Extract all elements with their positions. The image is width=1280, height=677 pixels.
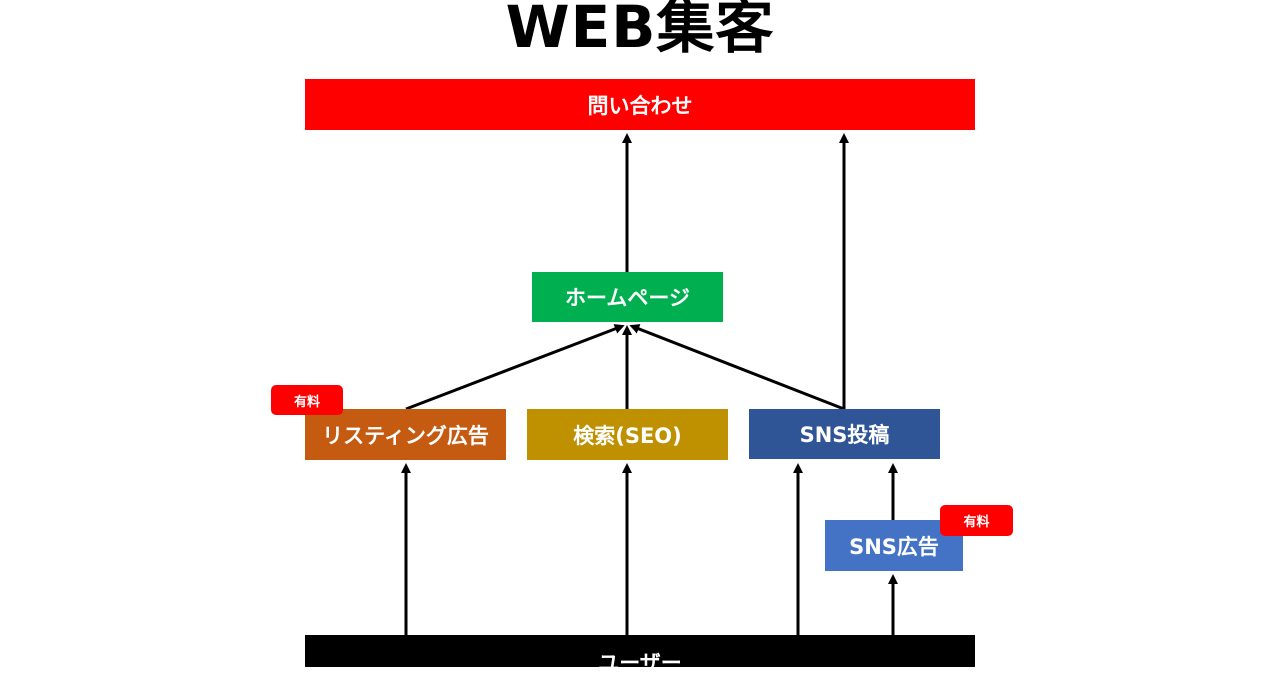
sns-ad-paid-badge: 有料 <box>940 505 1013 536</box>
sns-post-box: SNS投稿 <box>749 409 940 459</box>
homepage-box: ホームページ <box>532 272 723 322</box>
listing-ad-label: リスティング広告 <box>322 423 489 448</box>
diagram-title: WEB集客 <box>505 0 775 61</box>
sns-ad-label: SNS広告 <box>849 534 939 559</box>
inquiry-label: 問い合わせ <box>587 93 693 118</box>
sns-ad-box: SNS広告 <box>825 520 963 571</box>
listing-paid-badge: 有料 <box>271 385 343 415</box>
seo-label: 検索(SEO) <box>573 423 682 448</box>
arrow-listing-to-homepage <box>405 324 625 411</box>
homepage-label: ホームページ <box>565 286 690 310</box>
listing-ad-box: リスティング広告 <box>305 409 506 460</box>
listing-paid-label: 有料 <box>293 394 320 410</box>
seo-box: 検索(SEO) <box>527 409 728 460</box>
user-label: ユーザー <box>598 651 682 675</box>
sns-post-label: SNS投稿 <box>799 423 890 447</box>
arrow-sns-post-to-homepage <box>629 324 845 411</box>
user-box: ユーザー <box>305 635 975 675</box>
inquiry-box: 問い合わせ <box>305 79 975 130</box>
sns-ad-paid-label: 有料 <box>963 515 990 530</box>
